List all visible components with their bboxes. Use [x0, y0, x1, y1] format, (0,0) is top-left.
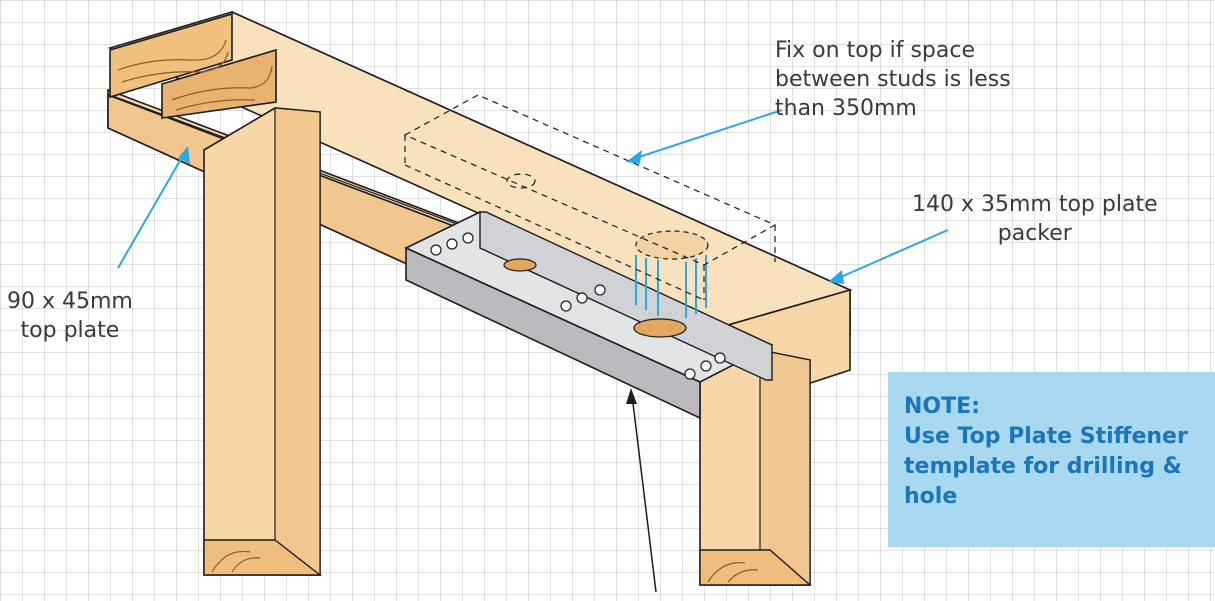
- leader-stiffener: [631, 394, 657, 593]
- note-box: NOTE: Use Top Plate Stiffener template f…: [888, 372, 1215, 547]
- note-body: Use Top Plate Stiffener template for dri…: [904, 424, 1188, 509]
- label-fix-on-top: Fix on top if space between studs is les…: [775, 38, 1011, 121]
- leader-top-plate: [117, 151, 186, 269]
- right-stud: [699, 349, 812, 586]
- end-grain-beams: [109, 12, 277, 119]
- leader-fix-on-top: [629, 109, 783, 161]
- alternate-position-outline: [403, 94, 777, 301]
- label-packer: 140 x 35mm top plate packer: [912, 192, 1158, 246]
- left-stud: [203, 107, 323, 576]
- drilled-hole: [635, 230, 709, 318]
- note-title: NOTE:: [904, 394, 980, 419]
- label-top-plate: 90 x 45mm top plate: [7, 289, 133, 343]
- top-plate-stiffener: [404, 211, 774, 420]
- leader-packer: [833, 229, 949, 281]
- leader-lines: [117, 109, 949, 593]
